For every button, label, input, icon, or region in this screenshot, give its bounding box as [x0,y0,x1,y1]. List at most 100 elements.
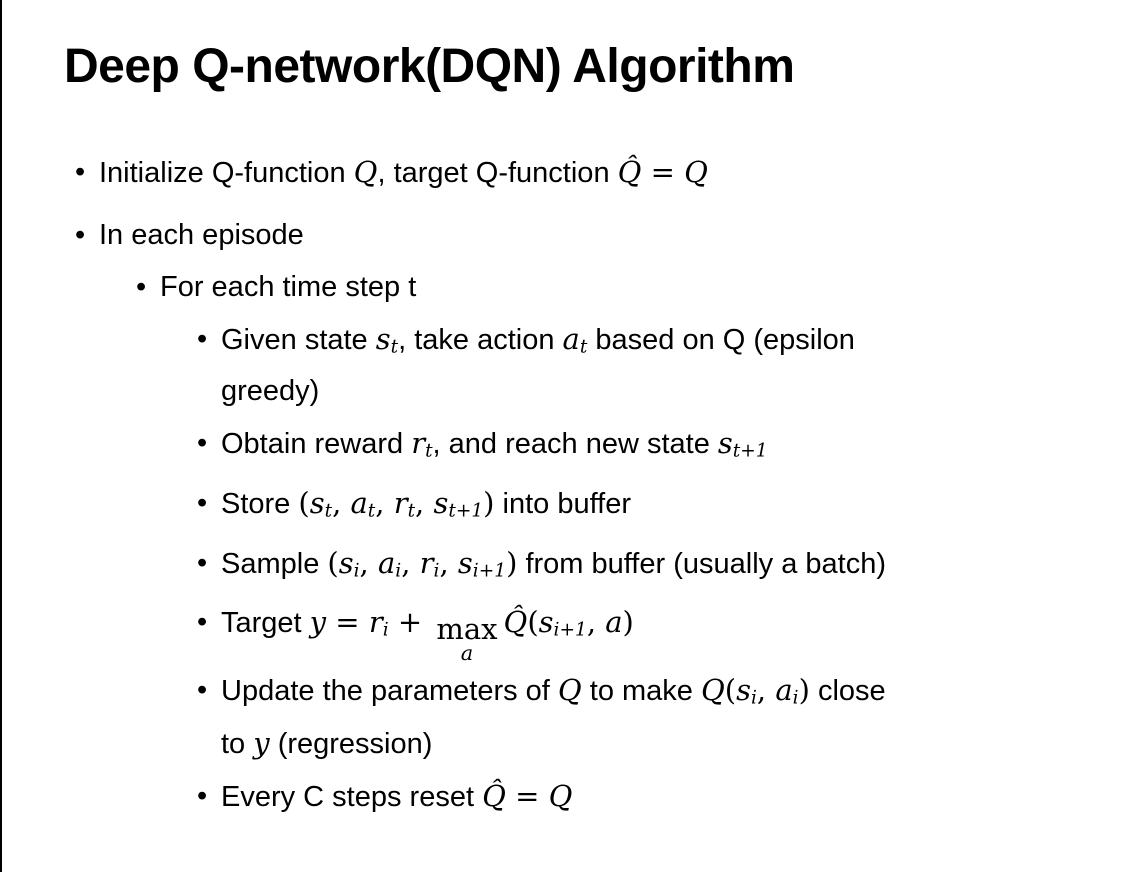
bullet-marker: • [136,270,147,303]
text-segment: i [382,620,389,642]
text-segment: Q [700,673,725,708]
bullet-marker: • [197,487,208,519]
text-segment: a [605,605,623,640]
bullet-marker: • [197,606,208,639]
text-segment: s [309,486,325,520]
text-segment: to [221,727,254,760]
text-segment: Given state [221,323,376,356]
text-segment: i [750,687,757,709]
text-segment: ( [527,605,539,640]
text-segment: , [415,486,434,520]
text-segment: In each episode [99,218,304,251]
text-segment: ( [327,545,339,580]
text-segment: , target Q-function [377,156,618,189]
text-segment: i+1 [472,560,507,582]
bullet-marker: • [197,322,208,355]
bullet-item: • Update the parameters of Q to make Q(si… [2,668,1124,767]
text-segment: a [562,321,580,356]
bullet-text: For each time step t [160,265,1124,310]
bullet-marker: • [197,674,208,707]
text-segment: = [505,778,549,813]
text-segment: = [641,154,685,189]
bullet-item: • For each time step t [2,265,1124,310]
text-segment: s [457,545,473,580]
bullet-text: Update the parameters of Q to make Q(si,… [221,668,1124,767]
text-segment: ) [506,545,518,580]
bullet-marker: • [197,546,208,579]
text-segment: = [326,605,369,640]
text-segment: s [736,673,751,708]
text-segment: Target [221,607,310,640]
text-segment: t+1 [448,500,484,522]
text-segment: , and reach new state [432,428,718,461]
text-segment: i+1 [553,620,587,642]
text-segment: Q̂ [503,605,528,640]
bullet-text: Obtain reward rt, and reach new state st… [221,421,1124,474]
text-segment: Q [548,778,573,813]
text-segment: t [324,500,333,522]
text-segment: s [717,426,733,461]
bullet-marker: • [197,427,208,460]
text-segment: Initialize Q-function [99,156,354,189]
text-segment: , [401,545,420,580]
text-segment: a [377,545,396,580]
text-segment: y [309,605,327,640]
text-segment: i [395,560,402,582]
text-segment: Q [557,673,582,708]
bullet-item: • Store (st, at, rt, st+1) into buffer [2,481,1124,534]
text-segment: For each time step t [160,270,417,303]
bullet-list: •Initialize Q-function Q, target Q-funct… [2,150,1124,820]
bullet-item: •Obtain reward rt, and reach new state s… [2,421,1124,474]
text-segment: Q̂ [617,154,642,189]
text-segment: , [756,673,776,708]
bullet-text: Initialize Q-function Q, target Q-functi… [99,150,1124,196]
bullet-text: Store (st, at, rt, st+1) into buffer [221,481,1124,534]
bullet-item: •In each episode [2,213,1124,258]
text-segment: t+1 [732,441,768,462]
slide-title: Deep Q-network(DQN) Algorithm [64,40,795,93]
text-segment: , [332,486,351,520]
bullet-item: •Initialize Q-function Q, target Q-funct… [2,150,1124,196]
text-segment: s [338,545,354,580]
bullet-text: In each episode [99,213,1124,258]
bullet-item: • Every C steps reset Q̂ = Q [2,774,1124,820]
text-segment: (regression) [269,727,433,760]
text-segment: ( [298,486,310,520]
text-segment: , take action [398,323,563,356]
bullet-text: Given state st, take action at based on … [221,317,1124,415]
text-segment: i [433,560,440,582]
text-segment: Sample [221,547,328,580]
text-segment: y [253,725,270,760]
text-segment: t [407,500,416,522]
text-segment: i [792,687,799,709]
text-segment: Every C steps reset [221,780,483,813]
text-segment: i [353,560,360,582]
text-segment: ) [622,605,634,640]
text-segment: t [425,441,433,462]
text-segment: s [375,321,391,356]
text-segment: , [439,545,458,580]
text-segment: , [375,486,394,520]
text-segment: t [367,500,376,522]
text-segment: ) [798,673,810,708]
text-segment: Q [353,154,378,189]
text-segment: s [433,486,449,520]
text-segment: close [809,675,886,708]
bullet-item: •Given state st, take action at based on… [2,317,1124,415]
text-segment: t [390,336,399,358]
text-segment: into buffer [494,488,632,520]
max-operator-label: max [436,612,498,647]
bullet-marker: • [197,779,208,812]
bullet-text: Every C steps reset Q̂ = Q [221,774,1124,820]
text-segment: to make [581,675,701,708]
text-segment: r [368,605,383,640]
text-segment: from buffer (usually a batch) [517,547,886,580]
text-segment: ) [483,486,495,520]
text-segment: s [538,605,554,640]
text-segment: r [411,426,426,461]
text-segment: Store [221,488,299,520]
bullet-text: Sample (si, ai, ri, si+1) from buffer (u… [221,541,1124,594]
